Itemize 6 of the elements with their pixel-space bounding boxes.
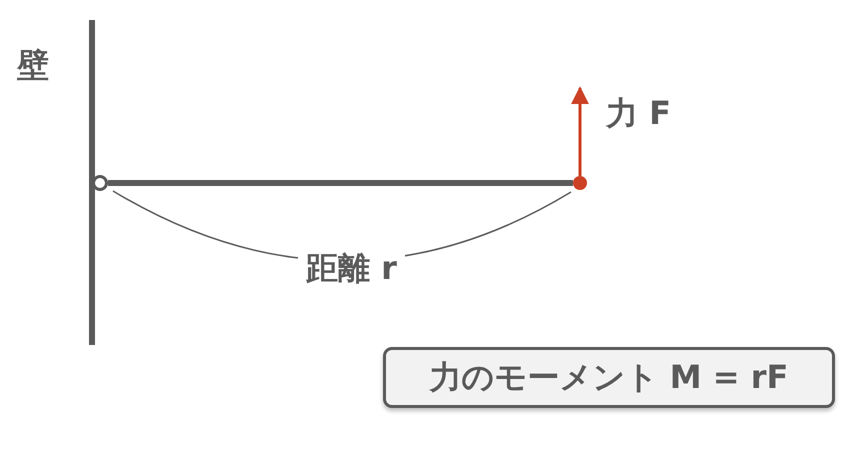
formula-box: 力のモーメント M = rF	[383, 347, 835, 408]
wall-label: 壁	[17, 45, 49, 85]
pivot-circle	[92, 175, 108, 191]
force-arrow	[571, 86, 589, 176]
force-point	[573, 176, 587, 190]
beam	[108, 180, 573, 186]
